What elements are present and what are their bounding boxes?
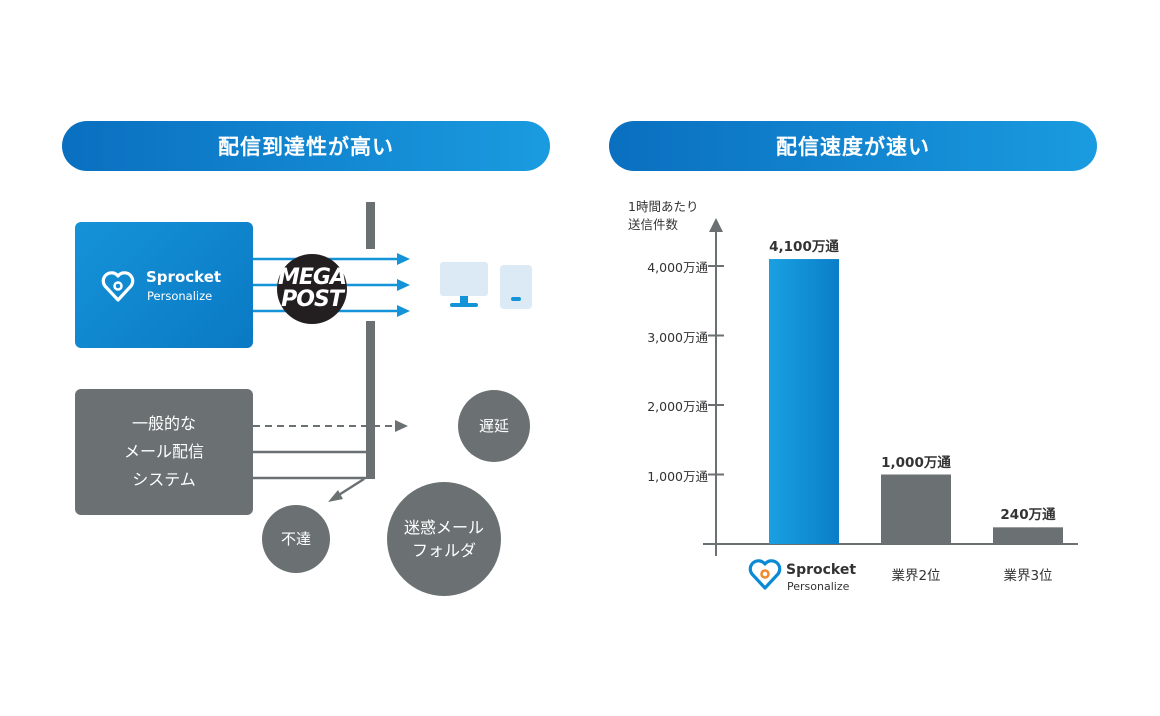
delay-circle: 遅延 <box>458 390 530 462</box>
chart-ylabel-line2: 送信件数 <box>628 217 679 232</box>
y-tick-label-2: 3,000万通 <box>647 329 708 345</box>
chart-ylabel: 1時間あたり 送信件数 <box>628 198 698 234</box>
desktop-icon <box>440 262 488 307</box>
bar-value-label-2: 240万通 <box>1000 507 1056 524</box>
wall-bottom <box>366 321 375 479</box>
category-brand-name: Sprocket <box>786 562 857 578</box>
bar-value-label-0: 4,100万通 <box>769 239 839 256</box>
y-axis-arrow <box>709 218 723 232</box>
bar-2 <box>993 527 1063 544</box>
category-label-2: 業界2位 <box>891 568 941 584</box>
category-brand-sub: Personalize <box>787 580 850 593</box>
megapost-logo: MEGA POST <box>277 254 347 324</box>
spam-folder-circle: 迷惑メール フォルダ <box>387 482 501 596</box>
category-sprocket-heart-icon <box>748 559 782 590</box>
general-line2: メール配信 <box>123 442 204 461</box>
spam-line1: 迷惑メール <box>403 518 484 537</box>
chart-ylabel-line1: 1時間あたり <box>628 199 699 214</box>
general-line1: 一般的な <box>131 414 196 433</box>
phone-icon <box>500 265 532 309</box>
undelivered-circle: 不達 <box>262 505 330 573</box>
sprocket-brand-sub: Personalize <box>147 289 213 303</box>
y-tick-label-0: 1,000万通 <box>647 468 708 484</box>
bar-0 <box>769 259 839 544</box>
right-panel-title: 配信速度が速い <box>609 121 1097 171</box>
bar-value-label-1: 1,000万通 <box>881 454 951 471</box>
bars <box>769 259 1063 544</box>
general-system-box: 一般的な メール配信 システム <box>75 389 253 515</box>
left-panel-title: 配信到達性が高い <box>62 121 550 171</box>
sprocket-brand-name: Sprocket <box>146 268 222 286</box>
general-line3: システム <box>132 470 196 489</box>
bar-1 <box>881 474 951 544</box>
megapost-line2: POST <box>281 287 344 312</box>
category-label-3: 業界3位 <box>1003 568 1053 584</box>
general-arrows <box>253 420 408 502</box>
megapost-line1: MEGA <box>277 265 347 290</box>
y-tick-label-1: 2,000万通 <box>647 399 708 414</box>
y-tick-label-3: 4,000万通 <box>647 260 708 275</box>
wall-top <box>366 202 375 249</box>
y-ticks <box>708 265 724 476</box>
spam-line2: フォルダ <box>411 541 476 560</box>
sprocket-box: Sprocket Personalize <box>75 222 253 348</box>
